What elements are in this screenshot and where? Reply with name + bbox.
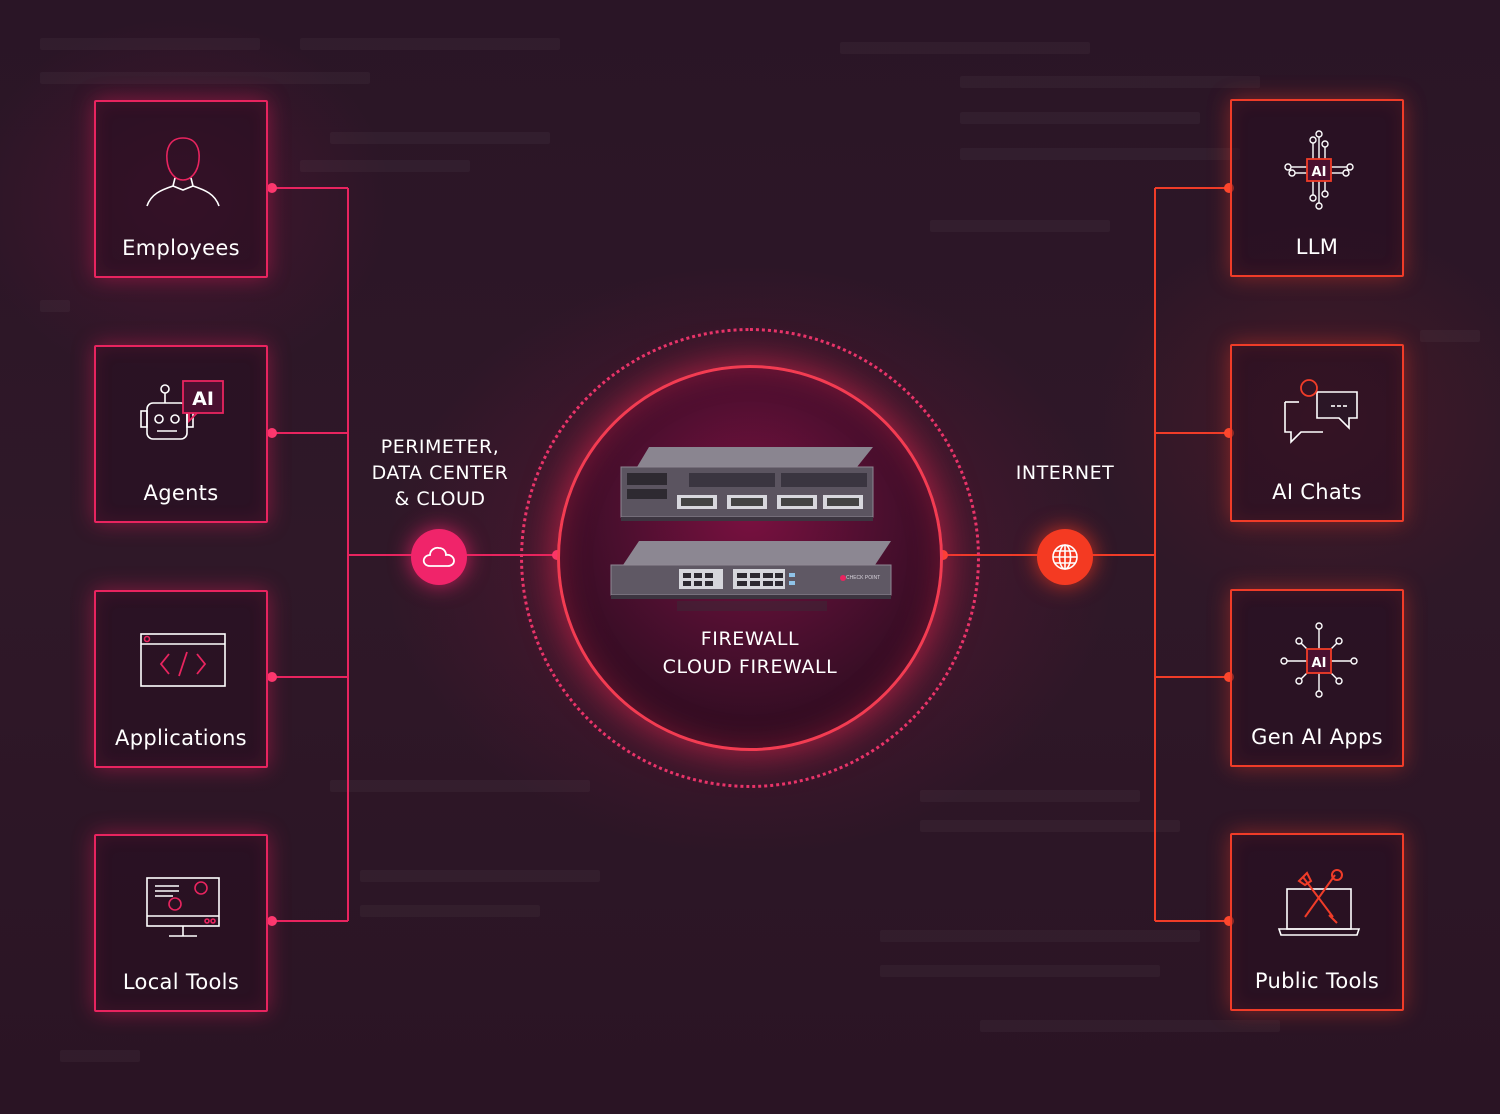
chat-bubbles-icon	[1284, 379, 1358, 444]
monitor-tools-icon	[146, 877, 220, 937]
device-brand: CHECK POINT	[846, 575, 881, 581]
hub-dotted-ring	[520, 328, 980, 788]
globe-icon	[1052, 544, 1078, 570]
firewall-appliances-image	[610, 447, 892, 611]
card-label: Local Tools	[122, 970, 240, 994]
ai-chip-icon: AI	[1284, 130, 1354, 210]
card-applications: Applications	[94, 590, 268, 768]
left-caption-line2: DATA CENTER	[371, 462, 509, 484]
card-employees: Employees	[94, 100, 268, 278]
card-llm: AI LLM	[1230, 99, 1404, 277]
card-agents: AI Agents	[94, 345, 268, 523]
hub-label-line1: FIREWALL	[700, 628, 800, 650]
hub-label-line2: CLOUD FIREWALL	[662, 656, 838, 678]
ai-agent-icon: AI	[140, 380, 224, 440]
right-caption-line1: INTERNET	[1015, 462, 1115, 484]
firewall-hub: CHECK POINT	[557, 365, 943, 751]
ai-badge-text: AI	[192, 388, 214, 410]
hub-label: FIREWALL CLOUD FIREWALL	[557, 625, 943, 681]
right-caption: INTERNET	[980, 460, 1150, 486]
card-ai-chats: AI Chats	[1230, 344, 1404, 522]
person-icon	[146, 137, 220, 207]
left-caption-line1: PERIMETER,	[380, 436, 500, 458]
cloud-node	[411, 529, 467, 585]
cloud-icon	[422, 546, 455, 567]
globe-node	[1037, 529, 1093, 585]
ai-badge-text: AI	[1312, 165, 1327, 180]
card-public-tools: Public Tools	[1230, 833, 1404, 1011]
card-label: Employees	[122, 236, 240, 260]
laptop-tools-icon	[1277, 869, 1361, 936]
card-gen-ai-apps: AI Gen AI Apps	[1230, 589, 1404, 767]
left-caption-line3: & CLOUD	[394, 488, 486, 510]
card-label: AI Chats	[1272, 480, 1362, 504]
ai-badge-text: AI	[1312, 656, 1327, 671]
card-label: LLM	[1295, 235, 1339, 259]
card-local-tools: Local Tools	[94, 834, 268, 1012]
card-label: Applications	[115, 726, 247, 750]
left-caption: PERIMETER, DATA CENTER & CLOUD	[340, 434, 540, 512]
code-window-icon	[140, 633, 226, 687]
ai-chip-icon: AI	[1280, 622, 1358, 698]
card-label: Gen AI Apps	[1251, 725, 1383, 749]
card-label: Public Tools	[1254, 969, 1380, 993]
card-label: Agents	[143, 481, 219, 505]
